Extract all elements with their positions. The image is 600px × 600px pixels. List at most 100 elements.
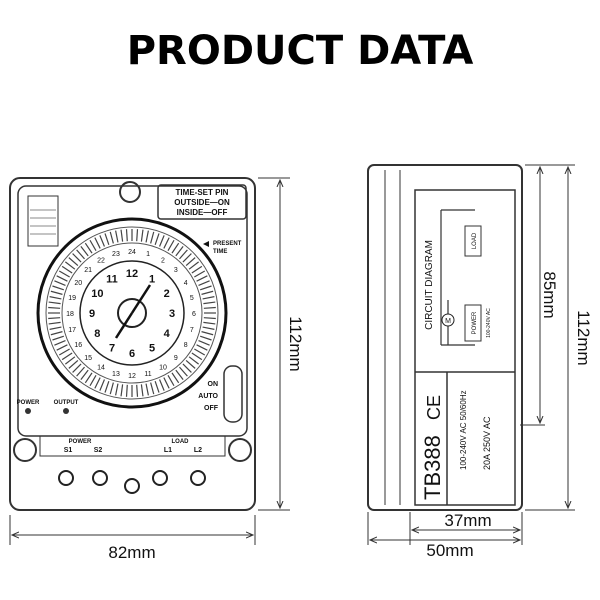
time-set-pin[interactable] — [199, 335, 212, 341]
time-set-pin[interactable] — [104, 233, 110, 246]
time-set-pin[interactable] — [84, 372, 93, 384]
time-set-pin[interactable] — [179, 249, 188, 260]
time-set-pin[interactable] — [49, 326, 62, 330]
time-set-pin[interactable] — [150, 231, 155, 244]
time-set-pin[interactable] — [179, 366, 188, 377]
time-set-pin[interactable] — [154, 380, 160, 393]
time-set-pin[interactable] — [80, 245, 89, 257]
time-set-pin[interactable] — [56, 275, 68, 282]
time-set-pin[interactable] — [194, 348, 206, 356]
time-set-pin[interactable] — [89, 375, 97, 387]
time-set-pin[interactable] — [158, 235, 165, 247]
time-set-pin[interactable] — [54, 339, 66, 346]
time-set-pin[interactable] — [150, 382, 155, 395]
time-set-pin[interactable] — [109, 231, 114, 244]
time-set-pin[interactable] — [48, 317, 61, 320]
time-set-pin[interactable] — [145, 230, 149, 243]
time-set-pin[interactable] — [72, 363, 82, 373]
time-set-pin[interactable] — [115, 230, 119, 243]
time-set-pin[interactable] — [50, 290, 63, 295]
time-set-pin[interactable] — [158, 379, 165, 391]
time-set-pin[interactable] — [58, 270, 70, 278]
time-set-pin[interactable] — [72, 253, 82, 263]
time-set-pin[interactable] — [201, 290, 214, 295]
time-set-pin[interactable] — [68, 257, 79, 266]
time-set-pin[interactable] — [99, 379, 106, 391]
time-set-pin[interactable] — [167, 239, 175, 251]
time-set-pin[interactable] — [89, 239, 97, 251]
time-set-pin[interactable] — [194, 270, 206, 278]
time-set-pin[interactable] — [58, 348, 70, 356]
side-body — [367, 164, 523, 511]
time-set-pin[interactable] — [52, 335, 65, 341]
time-set-pin[interactable] — [182, 253, 192, 263]
time-set-pin[interactable] — [125, 229, 128, 242]
time-set-pin[interactable] — [203, 321, 216, 325]
time-set-pin[interactable] — [120, 384, 124, 397]
time-set-pin[interactable] — [80, 369, 89, 381]
time-set-pin[interactable] — [136, 229, 139, 242]
time-set-pin[interactable] — [145, 383, 149, 396]
time-set-pin[interactable] — [182, 363, 192, 373]
time-set-pin[interactable] — [50, 331, 63, 336]
time-set-pin[interactable] — [120, 229, 124, 242]
time-set-pin[interactable] — [201, 331, 214, 336]
time-set-pin[interactable] — [154, 233, 160, 246]
time-set-pin[interactable] — [99, 235, 106, 247]
time-set-pin[interactable] — [94, 377, 101, 389]
dial-24h-number: 11 — [144, 371, 151, 378]
time-set-pin[interactable] — [64, 356, 76, 365]
time-set-pin[interactable] — [48, 321, 61, 325]
time-set-pin[interactable] — [188, 356, 200, 365]
time-set-pin[interactable] — [185, 360, 196, 369]
time-set-pin[interactable] — [163, 237, 170, 249]
time-set-pin[interactable] — [175, 245, 184, 257]
time-set-pin[interactable] — [61, 265, 73, 274]
mode-switch[interactable] — [223, 365, 243, 423]
time-set-pin[interactable] — [64, 261, 76, 270]
time-set-pin[interactable] — [136, 384, 139, 397]
time-set-pin[interactable] — [76, 249, 85, 260]
time-set-pin[interactable] — [171, 242, 180, 254]
time-set-pin[interactable] — [49, 296, 62, 300]
time-set-pin[interactable] — [94, 237, 101, 249]
time-set-pin[interactable] — [163, 377, 170, 389]
time-set-pin[interactable] — [54, 280, 66, 287]
time-set-pin[interactable] — [61, 352, 73, 361]
time-set-pin[interactable] — [202, 296, 215, 300]
time-set-pin[interactable] — [199, 285, 212, 291]
time-set-pin[interactable] — [202, 326, 215, 330]
time-set-pin[interactable] — [198, 339, 210, 346]
time-set-pin[interactable] — [185, 257, 196, 266]
load-label: LOAD — [472, 232, 478, 249]
time-set-pin[interactable] — [171, 372, 180, 384]
time-set-pin[interactable] — [104, 380, 110, 393]
time-set-pin[interactable] — [76, 366, 85, 377]
time-set-pin[interactable] — [191, 265, 203, 274]
time-set-pin[interactable] — [52, 285, 65, 291]
time-set-pin[interactable] — [167, 375, 175, 387]
dial-24h-number: 5 — [190, 295, 194, 302]
time-set-pin[interactable] — [203, 301, 216, 305]
time-set-pin[interactable] — [203, 306, 216, 309]
time-set-pin[interactable] — [125, 384, 128, 397]
time-set-pin[interactable] — [48, 306, 61, 309]
time-set-pin[interactable] — [140, 384, 144, 397]
time-set-pin[interactable] — [48, 301, 61, 305]
time-set-pin[interactable] — [203, 317, 216, 320]
dimension-side-inner-height: 85mm — [540, 271, 559, 318]
time-set-pin[interactable] — [196, 275, 208, 282]
time-set-pin[interactable] — [84, 242, 93, 254]
time-set-pin[interactable] — [191, 352, 203, 361]
time-set-pin[interactable] — [115, 383, 119, 396]
time-set-pin[interactable] — [196, 344, 208, 351]
time-set-pin[interactable] — [175, 369, 184, 381]
time-set-pin[interactable] — [68, 360, 79, 369]
dial-24h-number: 2 — [161, 257, 165, 264]
time-set-pin[interactable] — [109, 382, 114, 395]
time-set-pin[interactable] — [56, 344, 68, 351]
time-set-pin[interactable] — [140, 229, 144, 242]
time-set-pin[interactable] — [198, 280, 210, 287]
time-set-pin[interactable] — [188, 261, 200, 270]
